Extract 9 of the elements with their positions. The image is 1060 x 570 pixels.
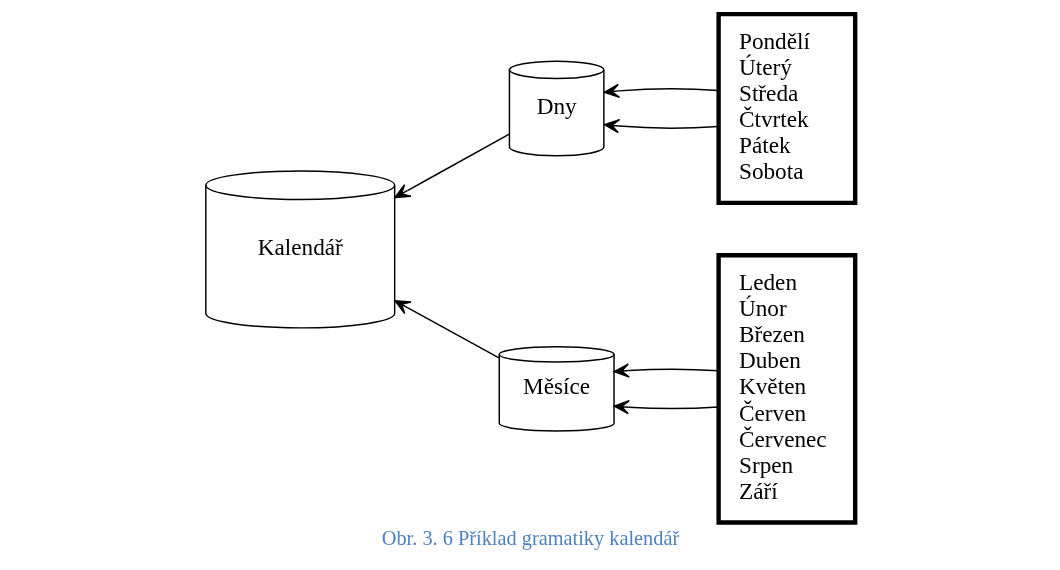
arrow — [393, 300, 500, 359]
arrow — [603, 118, 719, 134]
caption: Obr. 3. 6 Příklad gramatiky kalendář — [381, 526, 679, 549]
node-box: Leden Únor Březen Duben Květen Červen Červenec Srpen Září — [715, 253, 857, 525]
arrow — [603, 83, 719, 99]
arrow — [613, 363, 719, 378]
node-box: Pondělí Úterý Středa Čtvrtek Pátek Sobota — [715, 11, 857, 206]
arrow — [613, 399, 719, 415]
arrow — [393, 133, 510, 199]
